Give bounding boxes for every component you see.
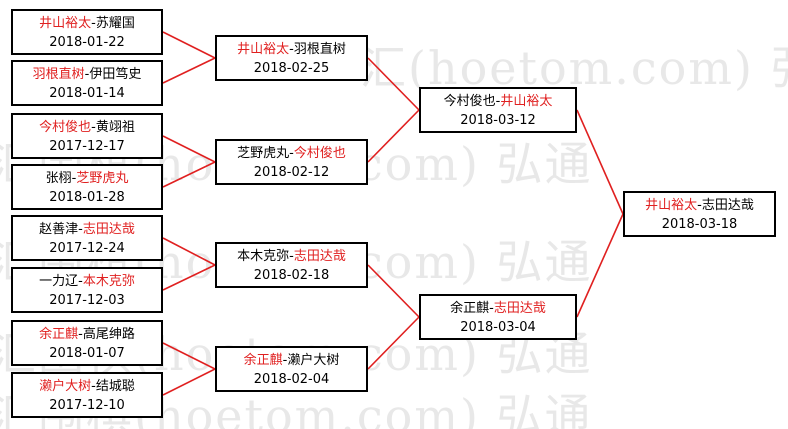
player-a: 羽根直树 [32, 67, 85, 82]
match-players: 本木克弥-志田达哉 [237, 249, 346, 264]
player-a: 余正麒 [450, 301, 490, 316]
player-a: 本木克弥 [237, 249, 290, 264]
player-a: 井山裕太 [237, 42, 290, 57]
match-players: 井山裕太-苏耀国 [39, 16, 135, 31]
match-box-r2-3: 本木克弥-志田达哉 2018-02-18 [215, 242, 368, 288]
player-a: 一力辽 [39, 274, 79, 289]
connector-line [162, 135, 216, 163]
player-b: 芝野虎丸 [76, 171, 129, 186]
match-date: 2018-01-28 [49, 190, 125, 205]
match-date: 2018-01-22 [49, 35, 125, 50]
match-date: 2018-01-14 [49, 86, 125, 101]
connector-line [162, 264, 216, 291]
connector-line [162, 57, 216, 84]
player-b: 志田达哉 [82, 222, 135, 237]
connector-line [367, 316, 420, 370]
match-box-r1-3: 今村俊也-黄翊祖 2017-12-17 [11, 113, 163, 159]
match-date: 2018-02-18 [253, 268, 330, 283]
match-players: 井山裕太-羽根直树 [237, 42, 346, 57]
match-box-r1-8: 濑户大树-结城聪 2017-12-10 [11, 372, 163, 418]
match-players: 余正麒-高尾绅路 [39, 327, 135, 342]
player-b: 志田达哉 [493, 301, 546, 316]
match-date: 2018-01-07 [49, 346, 125, 361]
player-a: 今村俊也 [443, 94, 496, 109]
player-b: 伊田笃史 [89, 67, 142, 82]
player-a: 井山裕太 [39, 16, 92, 31]
player-b: 羽根直树 [293, 42, 346, 57]
player-a: 濑户大树 [39, 379, 92, 394]
match-players: 张栩-芝野虎丸 [45, 171, 129, 186]
match-players: 余正麒-志田达哉 [450, 301, 546, 316]
match-date: 2018-02-25 [253, 61, 330, 76]
connector-line [576, 109, 624, 215]
match-date: 2018-03-12 [460, 113, 536, 128]
match-players: 濑户大树-结城聪 [39, 379, 135, 394]
connector-line [162, 342, 216, 370]
player-a: 赵善津 [39, 222, 79, 237]
player-b: 志田达哉 [701, 198, 754, 213]
player-b: 井山裕太 [500, 94, 553, 109]
match-box-r1-6: 一力辽-本木克弥 2017-12-03 [11, 267, 163, 313]
player-a: 张栩 [45, 171, 72, 186]
match-date: 2018-03-04 [460, 320, 536, 335]
match-players: 井山裕太-志田达哉 [645, 198, 754, 213]
match-players: 余正麒-濑户大树 [243, 353, 340, 368]
match-date: 2018-03-18 [661, 217, 738, 232]
match-box-r1-4: 张栩-芝野虎丸 2018-01-28 [11, 164, 163, 210]
player-b: 本木克弥 [82, 274, 135, 289]
connector-line [162, 31, 216, 59]
match-box-r1-7: 余正麒-高尾绅路 2018-01-07 [11, 320, 163, 366]
connector-line [162, 161, 216, 188]
match-players: 芝野虎丸-今村俊也 [237, 146, 346, 161]
player-a: 芝野虎丸 [237, 146, 290, 161]
match-box-r1-5: 赵善津-志田达哉 2017-12-24 [11, 215, 163, 261]
match-players: 今村俊也-井山裕太 [443, 94, 553, 109]
player-b: 结城聪 [95, 379, 135, 394]
connector-line [367, 57, 420, 111]
player-a: 余正麒 [243, 353, 283, 368]
match-box-r1-2: 羽根直树-伊田笃史 2018-01-14 [11, 60, 163, 106]
player-b: 高尾绅路 [82, 327, 135, 342]
match-players: 羽根直树-伊田笃史 [32, 67, 142, 82]
match-players: 一力辽-本木克弥 [39, 274, 135, 289]
player-b: 今村俊也 [293, 146, 346, 161]
connector-line [367, 109, 420, 163]
player-a: 余正麒 [39, 327, 79, 342]
connector-line [367, 264, 420, 318]
match-date: 2018-02-04 [253, 372, 330, 387]
match-players: 赵善津-志田达哉 [39, 222, 135, 237]
match-players: 今村俊也-黄翊祖 [39, 120, 135, 135]
match-box-r3-2: 余正麒-志田达哉 2018-03-04 [419, 294, 577, 340]
match-box-r2-1: 井山裕太-羽根直树 2018-02-25 [215, 35, 368, 81]
match-box-r1-1: 井山裕太-苏耀国 2018-01-22 [11, 9, 163, 55]
player-a: 井山裕太 [645, 198, 698, 213]
match-date: 2017-12-24 [49, 241, 125, 256]
match-box-final: 井山裕太-志田达哉 2018-03-18 [623, 191, 776, 237]
match-date: 2017-12-10 [49, 398, 125, 413]
player-b: 志田达哉 [293, 249, 346, 264]
match-date: 2017-12-17 [49, 139, 125, 154]
match-box-r3-1: 今村俊也-井山裕太 2018-03-12 [419, 87, 577, 133]
match-date: 2018-02-12 [253, 165, 330, 180]
player-b: 濑户大树 [287, 353, 340, 368]
player-a: 今村俊也 [39, 120, 92, 135]
match-date: 2017-12-03 [49, 293, 125, 308]
connector-line [576, 213, 624, 318]
match-box-r2-4: 余正麒-濑户大树 2018-02-04 [215, 346, 368, 392]
player-b: 黄翊祖 [95, 120, 135, 135]
match-box-r2-2: 芝野虎丸-今村俊也 2018-02-12 [215, 139, 368, 185]
connector-line [162, 368, 216, 396]
player-b: 苏耀国 [95, 16, 135, 31]
connector-line [162, 237, 216, 266]
